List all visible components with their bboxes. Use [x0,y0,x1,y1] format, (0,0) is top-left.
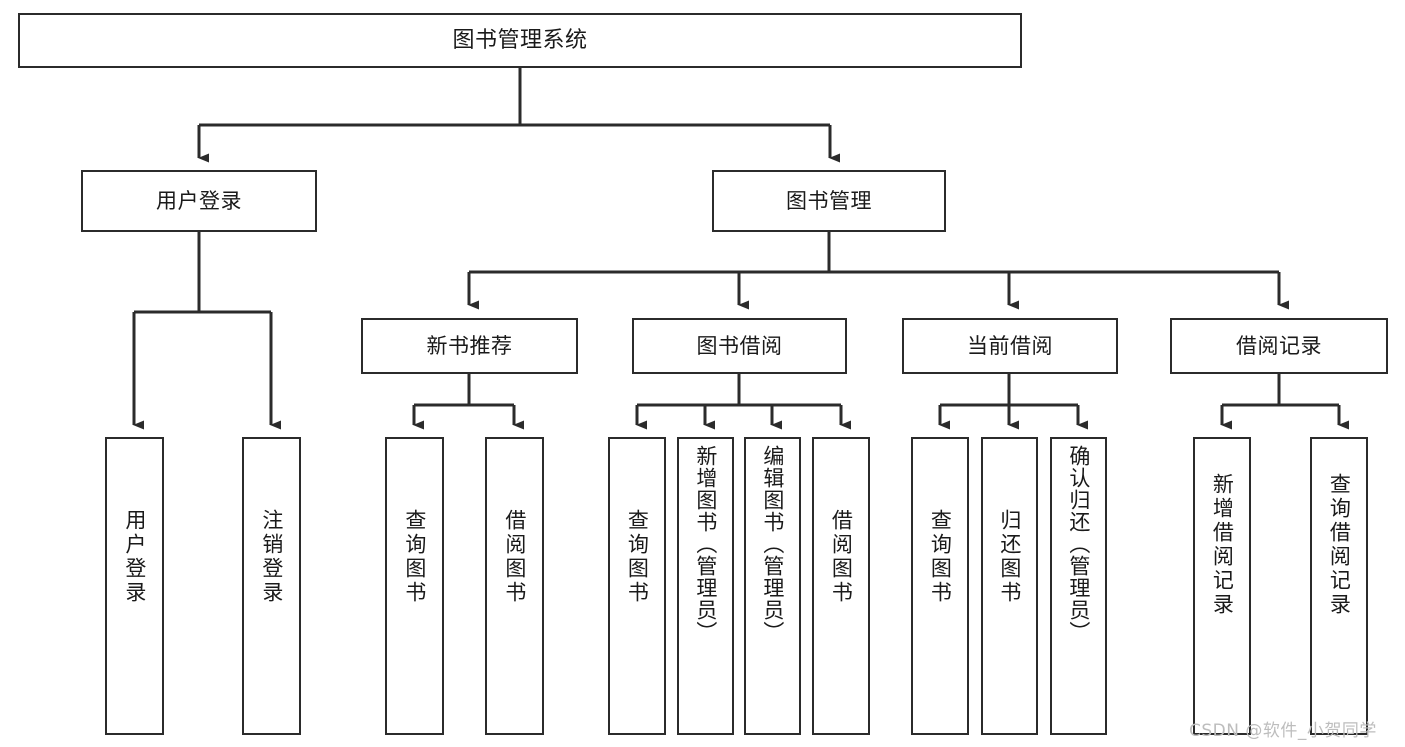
node-root-label: 图书管理系统 [452,27,588,53]
node-leaf-query-record[interactable]: 查询借阅记录 [1310,437,1368,735]
node-borrow-record[interactable]: 借阅记录 [1170,318,1388,374]
node-book-manage[interactable]: 图书管理 [712,170,946,232]
node-leaf-add-record-label: 新增借阅记录 [1210,473,1235,617]
node-leaf-query-book-2-label: 查询图书 [625,509,650,605]
node-leaf-user-login-label: 用户登录 [122,509,147,605]
node-user-login-label: 用户登录 [156,188,242,213]
node-leaf-edit-book[interactable]: 编辑图书（管理员） [744,437,801,735]
node-leaf-query-book-3-label: 查询图书 [928,509,953,605]
node-current-borrow[interactable]: 当前借阅 [902,318,1118,374]
node-leaf-query-book-1[interactable]: 查询图书 [385,437,444,735]
node-leaf-borrow-book-1[interactable]: 借阅图书 [485,437,544,735]
node-leaf-edit-book-label: 编辑图书（管理员） [760,445,785,643]
node-book-borrow-label: 图书借阅 [696,333,783,358]
node-leaf-logout-login[interactable]: 注销登录 [242,437,301,735]
node-leaf-confirm-return[interactable]: 确认归还（管理员） [1050,437,1107,735]
node-leaf-borrow-book-2-label: 借阅图书 [829,509,854,605]
node-leaf-query-record-label: 查询借阅记录 [1327,473,1352,617]
node-leaf-borrow-book-1-label: 借阅图书 [502,509,527,605]
node-leaf-confirm-return-label: 确认归还（管理员） [1066,445,1091,643]
node-current-borrow-label: 当前借阅 [967,333,1053,358]
node-user-login[interactable]: 用户登录 [81,170,317,232]
node-root[interactable]: 图书管理系统 [18,13,1022,68]
node-leaf-query-book-3[interactable]: 查询图书 [911,437,969,735]
node-book-borrow[interactable]: 图书借阅 [632,318,847,374]
node-new-book-recommend-label: 新书推荐 [426,333,513,358]
node-leaf-return-book-label: 归还图书 [997,509,1022,605]
node-leaf-query-book-1-label: 查询图书 [402,509,427,605]
node-leaf-add-book-label: 新增图书（管理员） [693,445,718,643]
node-leaf-return-book[interactable]: 归还图书 [981,437,1038,735]
node-leaf-query-book-2[interactable]: 查询图书 [608,437,666,735]
node-leaf-user-login[interactable]: 用户登录 [105,437,164,735]
node-new-book-recommend[interactable]: 新书推荐 [361,318,578,374]
node-borrow-record-label: 借阅记录 [1236,333,1322,358]
node-leaf-add-record[interactable]: 新增借阅记录 [1193,437,1251,735]
node-leaf-add-book[interactable]: 新增图书（管理员） [677,437,734,735]
node-leaf-logout-login-label: 注销登录 [259,509,284,605]
node-book-manage-label: 图书管理 [786,188,872,213]
node-leaf-borrow-book-2[interactable]: 借阅图书 [812,437,870,735]
